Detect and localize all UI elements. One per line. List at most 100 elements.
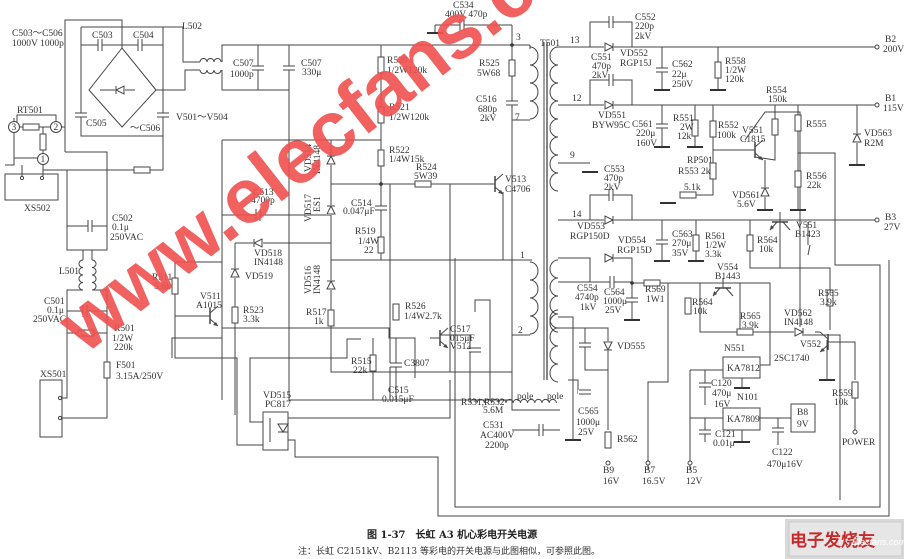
resistor-r558	[714, 61, 722, 79]
zener-vd519	[229, 267, 241, 279]
label: 160V	[636, 139, 657, 149]
label: 2200p	[485, 441, 509, 451]
label: R521	[389, 103, 410, 113]
figure-note: 注：长虹 C2151kV、B2113 等彩电的开关电源与此图相似，可参照此图。	[298, 545, 600, 557]
thermistor-element	[22, 123, 40, 131]
terminal-power[interactable]	[852, 429, 858, 435]
label: 2kV	[480, 114, 497, 124]
label: 1/4W15k	[389, 155, 425, 165]
label: 1000μ	[603, 297, 627, 307]
output-b2-label: B2	[885, 35, 896, 45]
label: RP501	[687, 156, 713, 166]
label: 5.6k	[154, 282, 171, 292]
label: 2	[54, 123, 59, 133]
label: VD517	[304, 194, 314, 222]
secondary-winding-bottom	[549, 309, 559, 383]
label: R558	[725, 57, 746, 67]
label: 015μF	[450, 334, 475, 344]
fuse-f501	[103, 361, 111, 379]
rt501-pin2	[50, 121, 62, 133]
label: 9	[570, 151, 575, 161]
zener-vd561	[759, 186, 771, 198]
label: IN4148	[784, 318, 813, 328]
label: C3807	[404, 359, 430, 369]
terminal-b2[interactable]	[874, 44, 880, 50]
label: VD514	[304, 144, 314, 172]
resistor-r523	[231, 306, 239, 324]
label: VD519	[245, 272, 273, 282]
label: C504	[133, 31, 154, 41]
label: 0.01μ	[713, 439, 735, 449]
label: C503～C506	[12, 29, 63, 39]
optocoupler-pc817	[262, 411, 289, 451]
terminal-b5[interactable]	[687, 460, 693, 466]
label: V501～V504	[176, 113, 228, 123]
inductor-l501	[78, 259, 97, 291]
label: V551	[742, 126, 763, 136]
diode-vd517	[325, 204, 337, 216]
label: C564	[604, 288, 625, 298]
label: 220k	[114, 343, 133, 353]
label: 3	[516, 33, 521, 43]
label: C120	[711, 379, 732, 389]
label: R562	[617, 435, 638, 445]
capacitor-c502	[87, 218, 93, 234]
label: C517	[450, 325, 471, 335]
diode-vd551	[603, 99, 615, 111]
terminal-b3[interactable]	[874, 217, 880, 223]
label: 1kV	[580, 303, 597, 313]
terminal-b7[interactable]	[645, 460, 651, 466]
capacitor-c514	[373, 205, 389, 211]
label: C531	[483, 421, 504, 431]
label: 330μ	[302, 68, 321, 78]
label: C503	[92, 31, 113, 41]
capacitor-c531	[538, 422, 544, 438]
label: C551	[591, 53, 612, 63]
label: VD554	[618, 236, 646, 246]
label: C554	[577, 284, 598, 294]
label: RT501	[17, 106, 43, 116]
label: 1000V 1000p	[12, 39, 64, 49]
resistor-r526	[392, 303, 400, 321]
capacitor-c554	[609, 274, 615, 290]
diode-vd555	[602, 340, 614, 352]
components	[4, 14, 880, 466]
output-b1-voltage: 115V	[883, 104, 904, 114]
label: 25V	[578, 428, 595, 438]
label: C562	[672, 60, 693, 70]
resistor-r559	[851, 381, 859, 399]
label: 1000μ	[576, 418, 600, 428]
label: 1/2W	[725, 66, 746, 76]
label: 470μ16V	[767, 460, 803, 470]
label: 10k	[834, 398, 849, 408]
label: R565	[818, 289, 839, 299]
capacitor-c121	[697, 429, 713, 435]
label: 2kV	[592, 71, 609, 81]
label: R522	[389, 146, 410, 156]
output-b8	[790, 403, 816, 433]
label: R565	[740, 312, 761, 322]
output-b2-voltage: 200V	[883, 45, 904, 55]
regulator-ka7809	[722, 407, 761, 431]
label: 5.1k	[684, 183, 701, 193]
label: R524	[416, 163, 437, 173]
label: 1/4W	[358, 237, 379, 247]
label: 16V	[714, 400, 731, 410]
label: 1	[520, 251, 525, 261]
label: R551	[673, 114, 694, 124]
output-b5-voltage: 12V	[686, 477, 703, 487]
terminal-b1[interactable]	[874, 102, 880, 108]
label: 1/2W	[705, 241, 726, 251]
label: V511	[200, 292, 221, 302]
resistor-r525	[508, 59, 516, 77]
label: R520	[387, 56, 408, 66]
capacitor-c563	[654, 239, 670, 245]
logo-subtext: Elecfans.com	[852, 537, 904, 547]
terminal-b9[interactable]	[605, 460, 611, 466]
inductor-l502	[199, 58, 222, 74]
label: C121	[715, 430, 736, 440]
component-labels: C503～C506 1000V 1000p C503 C504 C505 ～C5…	[12, 1, 893, 470]
diode-vd516	[325, 279, 337, 291]
label: C1815	[740, 135, 766, 145]
elecfans-logo: 电子发烧友 Elecfans.com	[785, 519, 904, 559]
